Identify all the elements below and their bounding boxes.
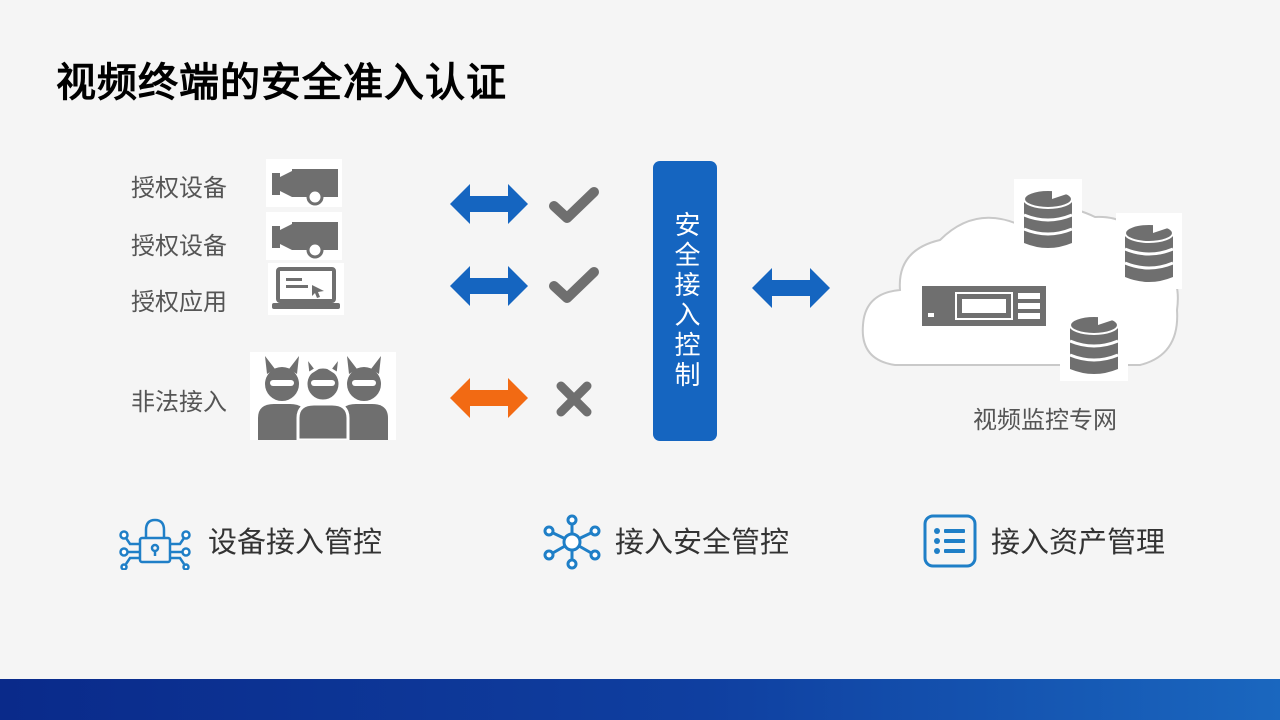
page-title: 视频终端的安全准入认证 (56, 60, 507, 106)
camera-icon (266, 159, 342, 207)
security-access-control-bar: 安全接入控制 (653, 161, 717, 441)
cross-icon (555, 380, 593, 418)
feature-access-security-control: 接入安全管控 (615, 525, 790, 559)
database-icon (1014, 179, 1082, 255)
denied-arrow (450, 376, 528, 420)
database-icon (1116, 213, 1182, 289)
laptop-icon (268, 263, 344, 315)
list-icon (923, 514, 977, 568)
database-icon (1060, 305, 1128, 381)
check-icon (549, 266, 599, 306)
label-authorized-app: 授权应用 (131, 288, 227, 316)
allowed-arrow (450, 264, 528, 308)
hacker-group-icon (250, 350, 396, 442)
network-caption: 视频监控专网 (973, 406, 1117, 434)
feature-asset-management: 接入资产管理 (991, 525, 1166, 559)
label-illegal-access: 非法接入 (131, 388, 227, 416)
control-bar-label: 安全接入控制 (670, 211, 700, 391)
feature-device-access-control: 设备接入管控 (208, 525, 383, 559)
label-authorized-device-1: 授权设备 (131, 174, 227, 202)
network-node-icon (543, 514, 601, 570)
server-icon (920, 283, 1048, 329)
footer-band (0, 679, 1280, 720)
label-authorized-device-2: 授权设备 (131, 232, 227, 260)
network-arrow (752, 266, 830, 310)
check-icon (549, 186, 599, 226)
camera-icon (266, 212, 342, 260)
circuit-lock-icon (116, 514, 194, 571)
allowed-arrow (450, 182, 528, 226)
